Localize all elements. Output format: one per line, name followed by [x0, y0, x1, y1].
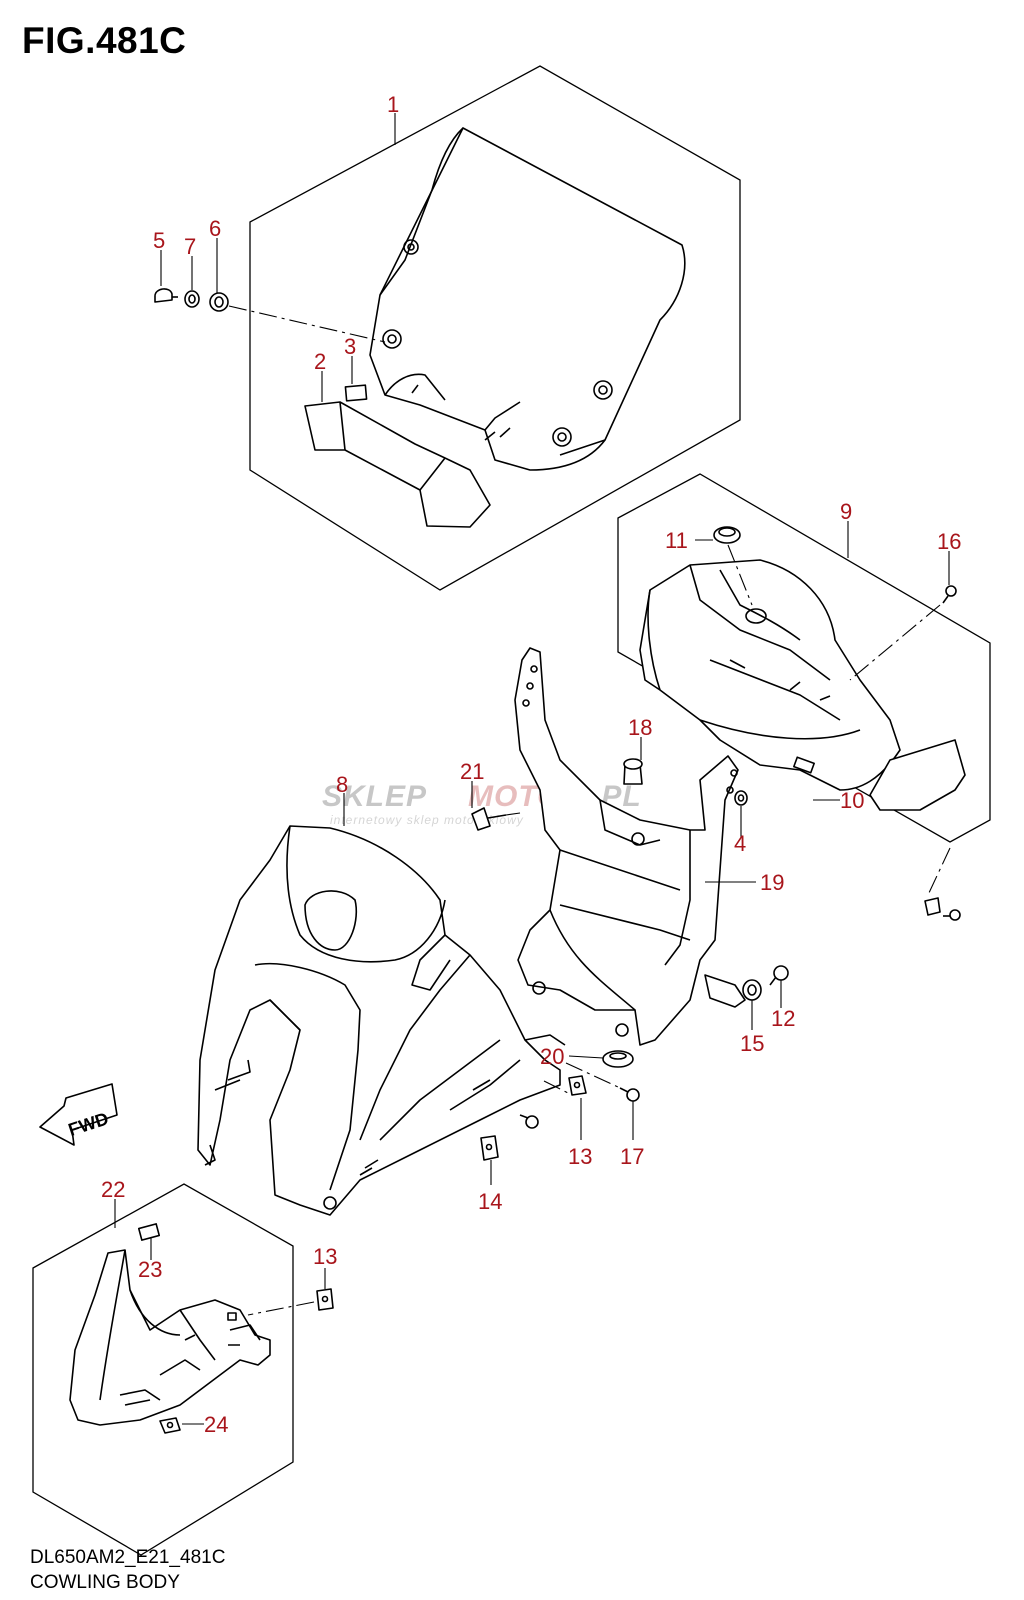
callout-3: 3 [344, 334, 356, 359]
under-cowl-22 [69, 1249, 271, 1426]
callout-12: 12 [771, 1006, 795, 1031]
deflector-part [304, 401, 491, 528]
figure-title: FIG.481C [22, 20, 187, 61]
screw-5 [154, 288, 178, 303]
damper-18 [623, 758, 643, 785]
callout-labels: 1 2 3 4 5 6 7 8 9 10 11 12 13 13 14 15 1… [101, 92, 961, 1437]
nut-4 [734, 790, 748, 806]
group-frame-windscreen [249, 65, 741, 591]
screw-17 [619, 1087, 640, 1102]
callout-13-lower: 13 [313, 1244, 337, 1269]
leader-line [849, 604, 941, 681]
callout-2: 2 [314, 349, 326, 374]
callout-8: 8 [336, 772, 348, 797]
callout-7: 7 [184, 234, 196, 259]
callout-6: 6 [209, 216, 221, 241]
callout-19: 19 [760, 870, 784, 895]
callout-13: 13 [568, 1144, 592, 1169]
figure-model-code: DL650AM2_E21_481C [30, 1547, 226, 1568]
leader-line [727, 544, 753, 606]
callout-5: 5 [153, 228, 165, 253]
callout-4: 4 [734, 831, 746, 856]
leader-line [565, 1062, 619, 1088]
callout-10: 10 [840, 788, 864, 813]
callout-14: 14 [478, 1189, 502, 1214]
label-sticker-23 [137, 1223, 161, 1241]
rubber-11 [713, 526, 741, 544]
callout-20: 20 [540, 1044, 564, 1069]
bracket-19 [514, 647, 746, 1046]
leader-line [543, 1080, 569, 1094]
callout-leaders [114, 113, 950, 1425]
callout-15: 15 [740, 1031, 764, 1056]
watermark-brand-a: SKLEP [322, 780, 427, 813]
callout-23: 23 [138, 1257, 162, 1282]
callout-24: 24 [204, 1412, 228, 1437]
callout-11: 11 [665, 528, 688, 553]
callout-17: 17 [620, 1144, 644, 1169]
callout-1: 1 [387, 92, 399, 117]
callout-22: 22 [101, 1177, 125, 1202]
clip-14 [480, 1135, 499, 1161]
bolt-21 [471, 807, 507, 831]
bolt-small [519, 1114, 539, 1129]
leader-line [247, 1301, 315, 1316]
cowling-body-8 [197, 825, 566, 1216]
washer-7 [184, 290, 200, 308]
clip-nut-13 [568, 1075, 587, 1096]
group-frame-under-cowl [32, 1183, 294, 1556]
label-sticker-3 [344, 384, 368, 402]
leader-line [505, 812, 521, 816]
screw-16 [942, 585, 957, 604]
callout-16: 16 [937, 529, 961, 554]
clip-nut-13-lower [316, 1288, 334, 1311]
clip-bolt-9 [924, 897, 961, 921]
callout-18: 18 [628, 715, 652, 740]
meter-cover-part [639, 559, 966, 811]
collar-15 [742, 979, 762, 1001]
leader-line [927, 847, 951, 896]
rubber-20 [602, 1050, 634, 1068]
nut-24 [159, 1417, 181, 1434]
grommet-6 [209, 292, 229, 312]
bolt-12 [769, 965, 789, 986]
watermark-tagline: internetowy sklep motocyklowy [330, 813, 524, 827]
callout-21: 21 [460, 759, 484, 784]
callout-9: 9 [840, 499, 852, 524]
leader-line [228, 305, 386, 343]
windscreen-part [369, 127, 686, 471]
group-frame-meter-cover [617, 473, 991, 843]
figure-name: COWLING BODY [30, 1572, 180, 1593]
fwd-arrow: FWD [39, 1083, 118, 1146]
